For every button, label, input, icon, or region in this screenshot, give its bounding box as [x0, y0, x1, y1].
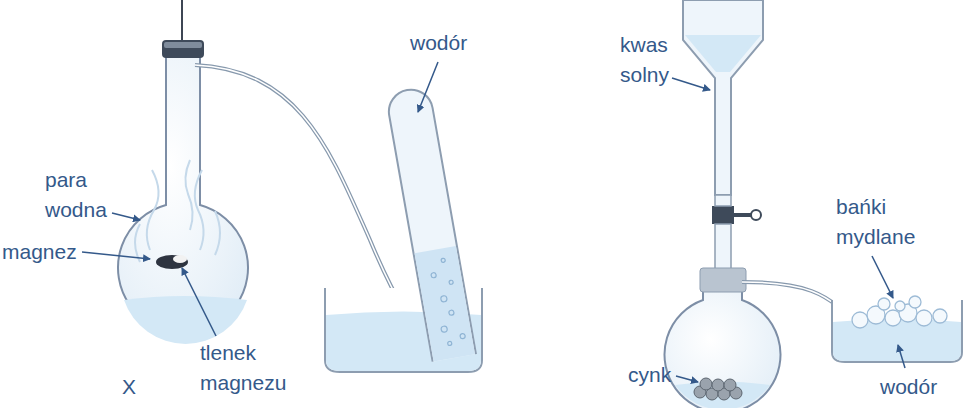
magnesium	[156, 255, 188, 269]
stopper	[162, 40, 204, 58]
stopcock	[751, 210, 761, 220]
steam	[135, 160, 220, 262]
stopper	[700, 268, 746, 292]
label: cynk	[628, 360, 671, 390]
dropping-funnel	[683, 0, 763, 195]
dish	[832, 300, 962, 362]
flask	[665, 290, 781, 408]
soap-bubbles	[852, 296, 947, 328]
label: bańki mydlane	[836, 192, 941, 252]
acid	[685, 35, 761, 72]
label: wodór	[410, 28, 467, 58]
stopper	[164, 42, 202, 48]
funnel-stem	[715, 195, 731, 206]
water	[124, 296, 247, 344]
leader-line	[82, 62, 905, 382]
label: tlenek magnezu	[200, 338, 295, 398]
label: para wodna	[45, 165, 125, 225]
zinc	[694, 378, 742, 400]
label: magnez	[2, 237, 77, 267]
callout-letter: X	[122, 372, 136, 402]
label: wodór	[880, 372, 937, 402]
test-tube	[385, 86, 476, 362]
label: kwas solny	[620, 30, 682, 90]
funnel-stem	[715, 224, 731, 269]
flask	[118, 55, 248, 333]
magnesium-oxide	[173, 255, 187, 263]
stopcock	[712, 206, 734, 224]
